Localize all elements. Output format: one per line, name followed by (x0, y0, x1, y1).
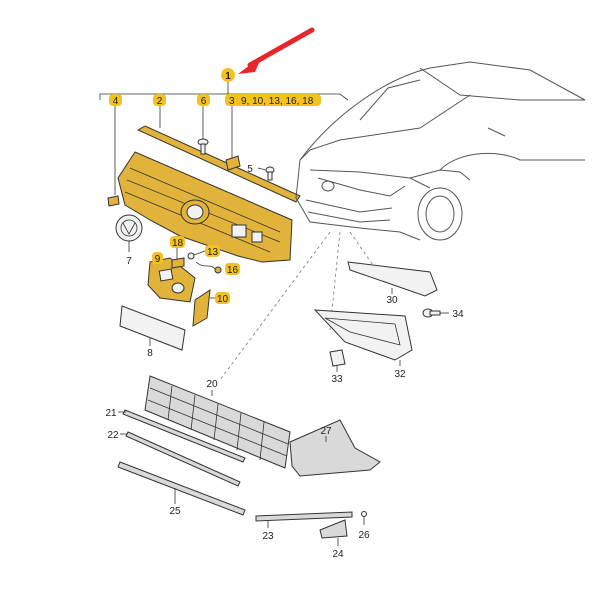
callout-1-label: 1 (225, 71, 231, 82)
part-33-clip (329, 349, 346, 367)
callout-18[interactable]: 18 (170, 236, 185, 249)
part-26-pin (361, 511, 367, 525)
callout-16-label: 16 (227, 265, 239, 276)
callout-6[interactable]: 6 (197, 94, 210, 107)
callout-23-label[interactable]: 23 (262, 531, 274, 542)
callout-8-label[interactable]: 8 (147, 348, 153, 359)
part-30-fog-cover (347, 261, 438, 297)
red-arrow-icon (238, 27, 315, 74)
callout-7-label[interactable]: 7 (126, 256, 132, 267)
part-20-lower-grille (144, 375, 291, 469)
callout-3-group[interactable]: 3 9, 10, 13, 16, 18 (225, 94, 321, 107)
connector-line (219, 231, 331, 381)
callout-18-label: 18 (172, 238, 184, 249)
callout-30-label[interactable]: 30 (386, 295, 398, 306)
callout-4-label: 4 (113, 96, 119, 107)
callout-9-label: 9 (155, 254, 161, 265)
part-8-plate-holder (119, 305, 186, 351)
callout-20-label[interactable]: 20 (206, 379, 218, 390)
part-13-screw (187, 252, 195, 260)
part-18-clip (171, 257, 185, 269)
part-4-clip (107, 195, 120, 207)
part-21-trim-strip (122, 409, 246, 463)
part-22-trim-strip (125, 431, 241, 487)
callout-6-label: 6 (201, 96, 207, 107)
callout-10[interactable]: 10 (215, 292, 230, 305)
part-25-lower-strip (117, 461, 246, 516)
callout-10-label: 10 (217, 294, 229, 305)
callout-2-label: 2 (157, 96, 163, 107)
callout-34-label[interactable]: 34 (452, 309, 464, 320)
car-front-illustration (295, 61, 586, 241)
callout-25-label[interactable]: 25 (169, 506, 181, 517)
callout-13-label: 13 (207, 247, 219, 258)
callout-26-label[interactable]: 26 (358, 530, 370, 541)
part-6-screw (197, 138, 209, 155)
part-1-upper-grille (117, 151, 293, 263)
callout-22-label[interactable]: 22 (107, 430, 119, 441)
part-7-emblem (115, 214, 143, 242)
callout-3-label: 3 (229, 96, 235, 107)
callout-1[interactable]: 1 (221, 68, 235, 82)
callout-bracket (99, 93, 349, 101)
part-32-fog-housing (313, 309, 413, 361)
callout-2[interactable]: 2 (153, 94, 166, 107)
callout-9-group-label: 9, 10, 13, 16, 18 (241, 96, 314, 107)
callout-5-label[interactable]: 5 (247, 164, 253, 175)
part-27-side-insert (289, 419, 381, 477)
callout-9[interactable]: 9 (152, 252, 163, 265)
part-2-upper-trim (136, 125, 301, 203)
callout-16[interactable]: 16 (225, 263, 240, 276)
part-10-cover (192, 288, 211, 327)
part-16-wire (195, 261, 217, 271)
callout-4[interactable]: 4 (109, 94, 122, 107)
part-5-screw (265, 166, 275, 181)
part-34-screw (422, 308, 441, 318)
callout-27-label[interactable]: 27 (320, 426, 332, 437)
callout-32-label[interactable]: 32 (394, 369, 406, 380)
part-24-end-cap (319, 519, 348, 539)
part-3-clip (225, 155, 241, 171)
part-23-side-strip (255, 511, 353, 522)
callout-24-label[interactable]: 24 (332, 549, 344, 560)
callout-33-label[interactable]: 33 (331, 374, 343, 385)
callout-13[interactable]: 13 (205, 245, 220, 258)
callout-21-label[interactable]: 21 (105, 408, 117, 419)
